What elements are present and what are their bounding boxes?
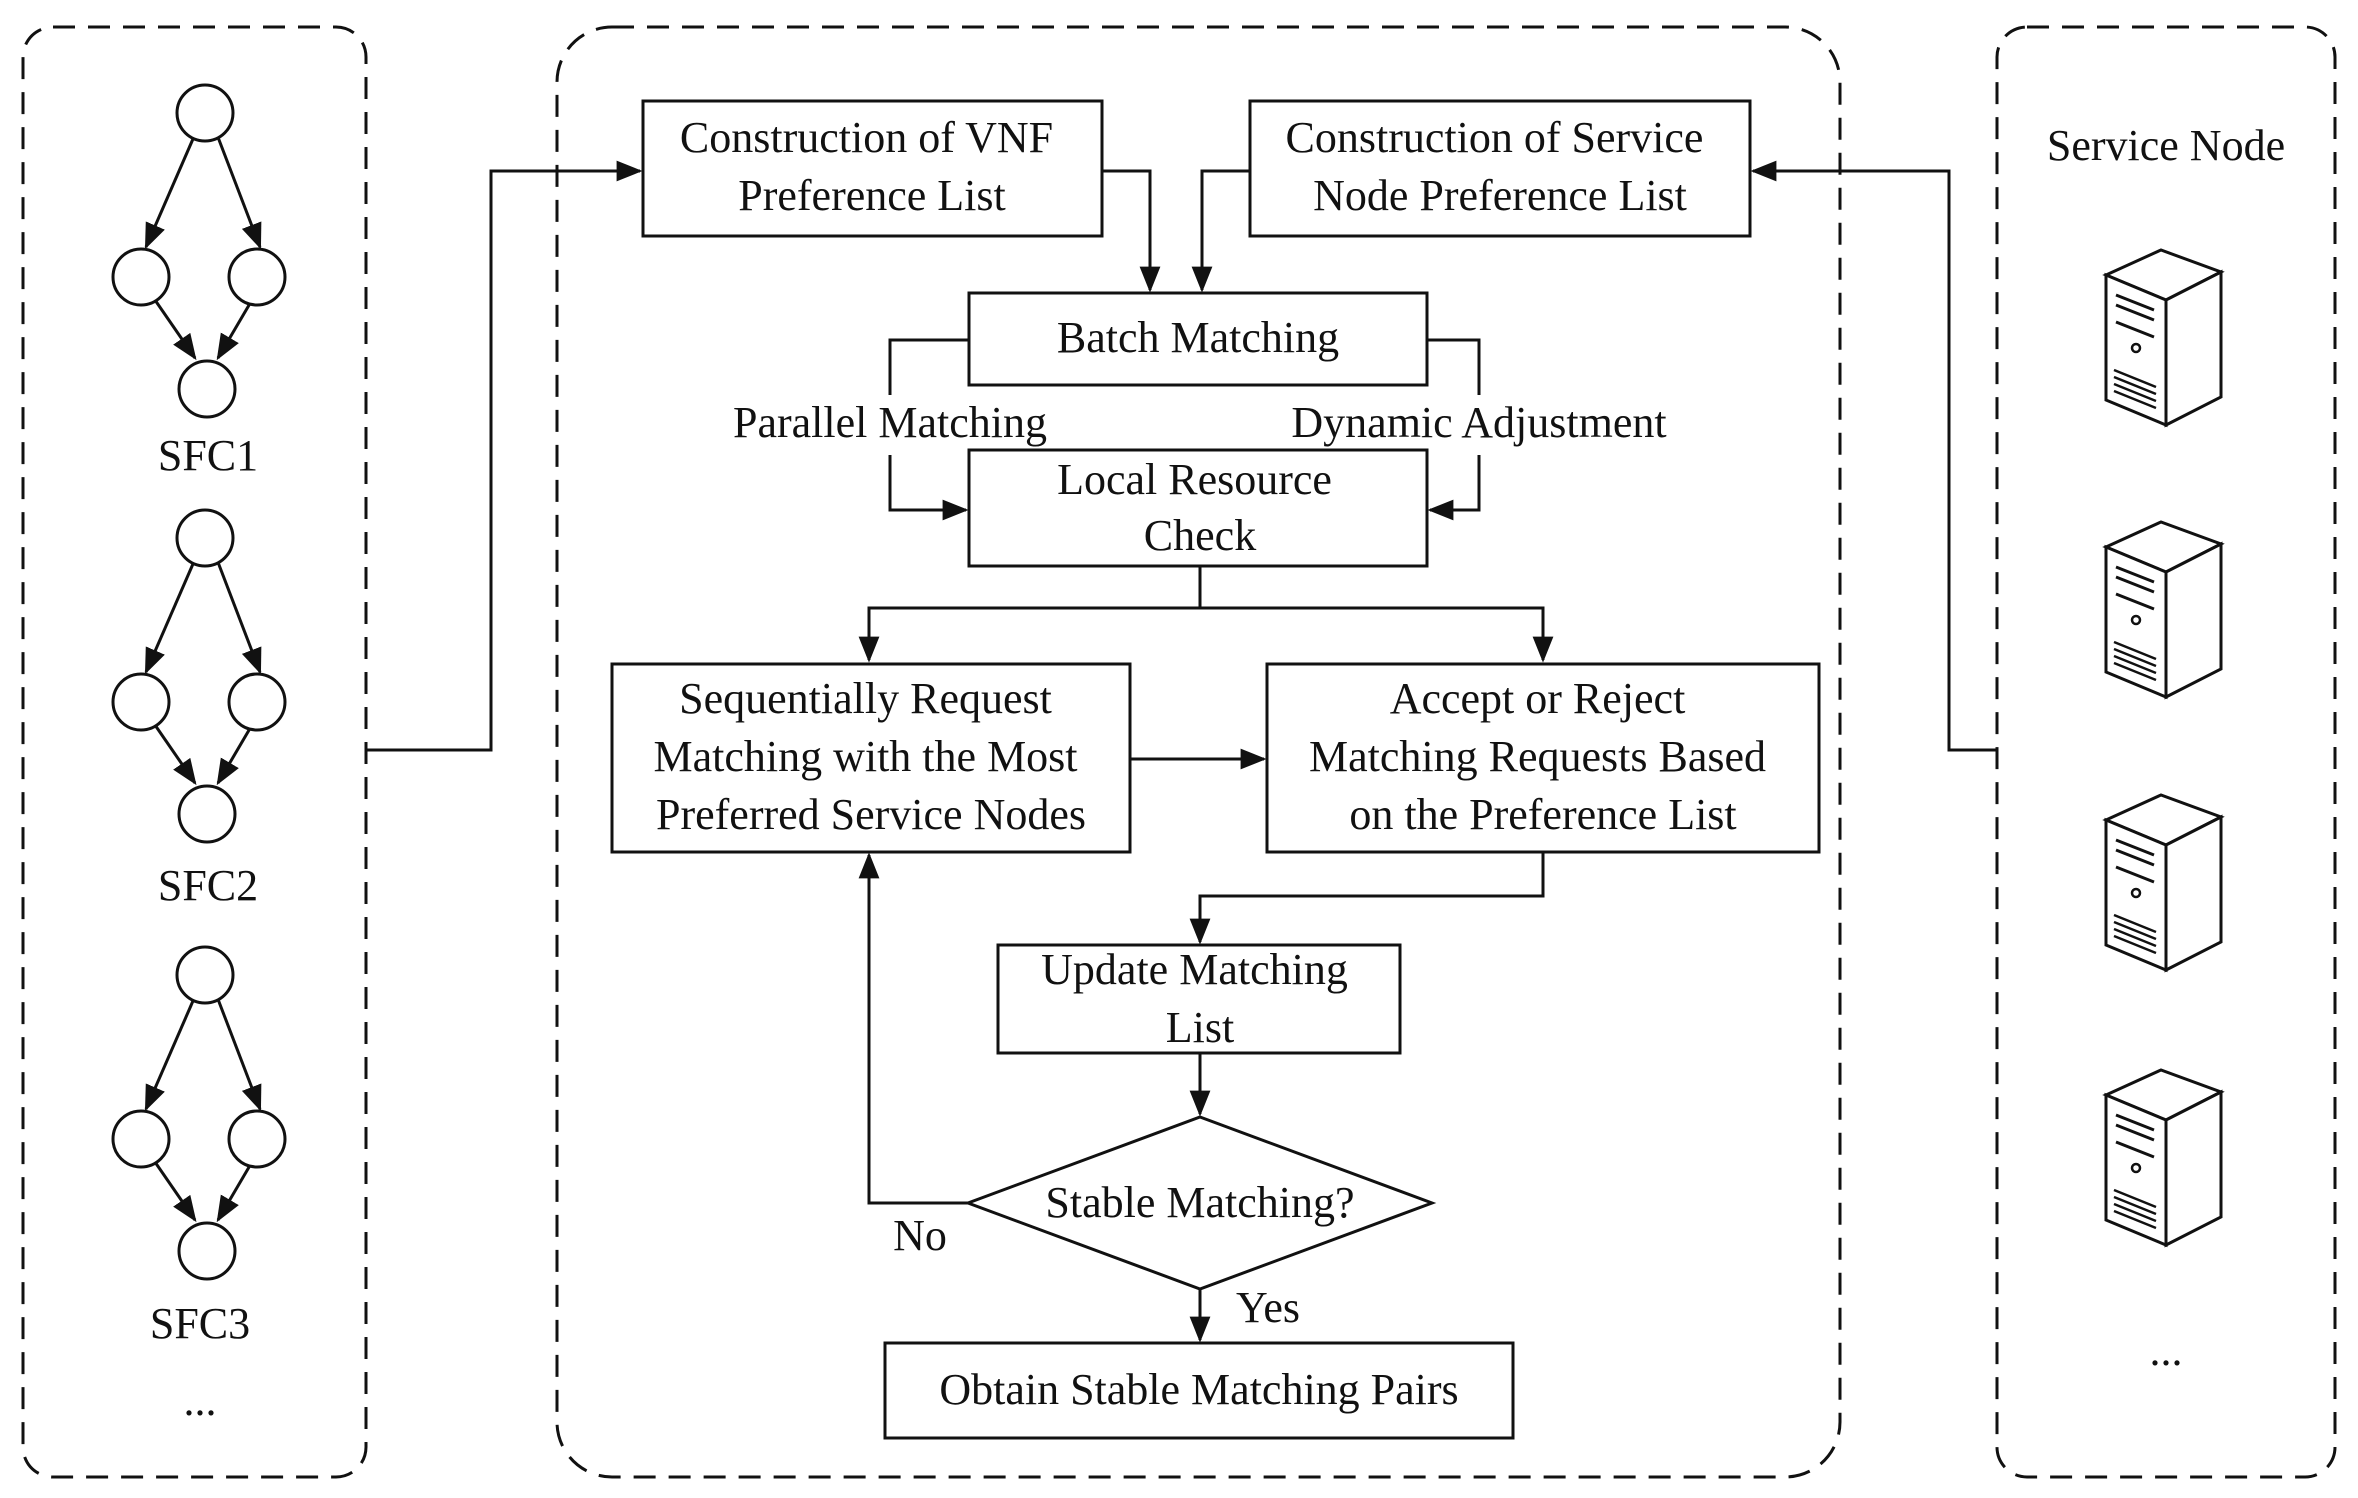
vnf-to-batch-arrow — [1102, 169, 1161, 293]
local-resource-check-box — [967, 448, 1429, 568]
batch-matching-label: Batch Matching — [1057, 313, 1339, 362]
server-icon — [2104, 793, 2223, 972]
sfc3-node-left — [111, 1109, 171, 1169]
sfc2-graph — [111, 508, 287, 844]
batch-matching-box — [967, 291, 1429, 387]
server-icon — [2104, 248, 2223, 427]
sfc3-graph — [111, 945, 287, 1281]
local-resource-check-label: Local Resource Check — [1057, 455, 1343, 560]
no-label: No — [893, 1211, 947, 1260]
sfc1-label: SFC1 — [158, 431, 258, 480]
sfc1-node-top — [175, 83, 235, 143]
node-preference-label: Construction of Service Node Preference … — [1286, 113, 1715, 220]
sfc3-node-top — [175, 945, 235, 1005]
matching-panel — [555, 25, 1842, 1479]
accept-reject-label: Accept or Reject Matching Requests Based… — [1309, 674, 1777, 839]
vnf-preference-label: Construction of VNF Preference List — [680, 113, 1064, 220]
sfc1-node-left — [111, 247, 171, 307]
stable-pairs-label: Obtain Stable Matching Pairs — [939, 1365, 1458, 1414]
accept-reject-box — [1265, 662, 1821, 854]
sfc-to-vnf-connector — [366, 160, 643, 752]
sfc3-node-right — [227, 1109, 287, 1169]
yes-label: Yes — [1236, 1283, 1300, 1332]
sfc-panel — [21, 25, 368, 1479]
server-icon — [2104, 520, 2223, 699]
update-matching-list-box — [996, 943, 1402, 1055]
split-right-arrow — [1200, 606, 1554, 663]
no-loop-arrow — [858, 852, 968, 1205]
sfc2-label: SFC2 — [158, 861, 258, 910]
stable-pairs-box — [883, 1341, 1515, 1440]
dynamic-adjustment-label: Dynamic Adjustment — [1291, 398, 1666, 447]
stable-matching-decision-label: Stable Matching? — [1045, 1178, 1354, 1227]
sfc2-node-top — [175, 508, 235, 568]
sfc2-node-left — [111, 672, 171, 732]
service-node-title: Service Node — [2047, 121, 2285, 170]
sfc3-label: SFC3 — [150, 1299, 250, 1348]
split-left-arrow — [858, 606, 1200, 663]
server-icon — [2104, 1068, 2223, 1247]
sfc2-node-right — [227, 672, 287, 732]
sfc2-node-bottom — [177, 784, 237, 844]
vnf-preference-box — [641, 99, 1104, 238]
sfc3-node-bottom — [177, 1221, 237, 1281]
sfc1-node-right — [227, 247, 287, 307]
server-ellipsis: ... — [2150, 1326, 2183, 1375]
sfc1-graph — [111, 83, 287, 419]
sfc1-node-bottom — [177, 359, 237, 419]
update-matching-list-label: Update Matching List — [1041, 945, 1359, 1052]
service-node-panel — [1995, 25, 2337, 1479]
nodes-to-pref-connector — [1750, 160, 1997, 752]
node-preference-box — [1248, 99, 1752, 238]
node-to-batch-arrow — [1191, 169, 1250, 293]
parallel-matching-label: Parallel Matching — [733, 398, 1047, 447]
sequential-request-label: Sequentially Request Matching with the M… — [653, 674, 1088, 839]
sfc-ellipsis: ... — [184, 1376, 217, 1425]
accept-to-update-arrow — [1189, 852, 1545, 945]
